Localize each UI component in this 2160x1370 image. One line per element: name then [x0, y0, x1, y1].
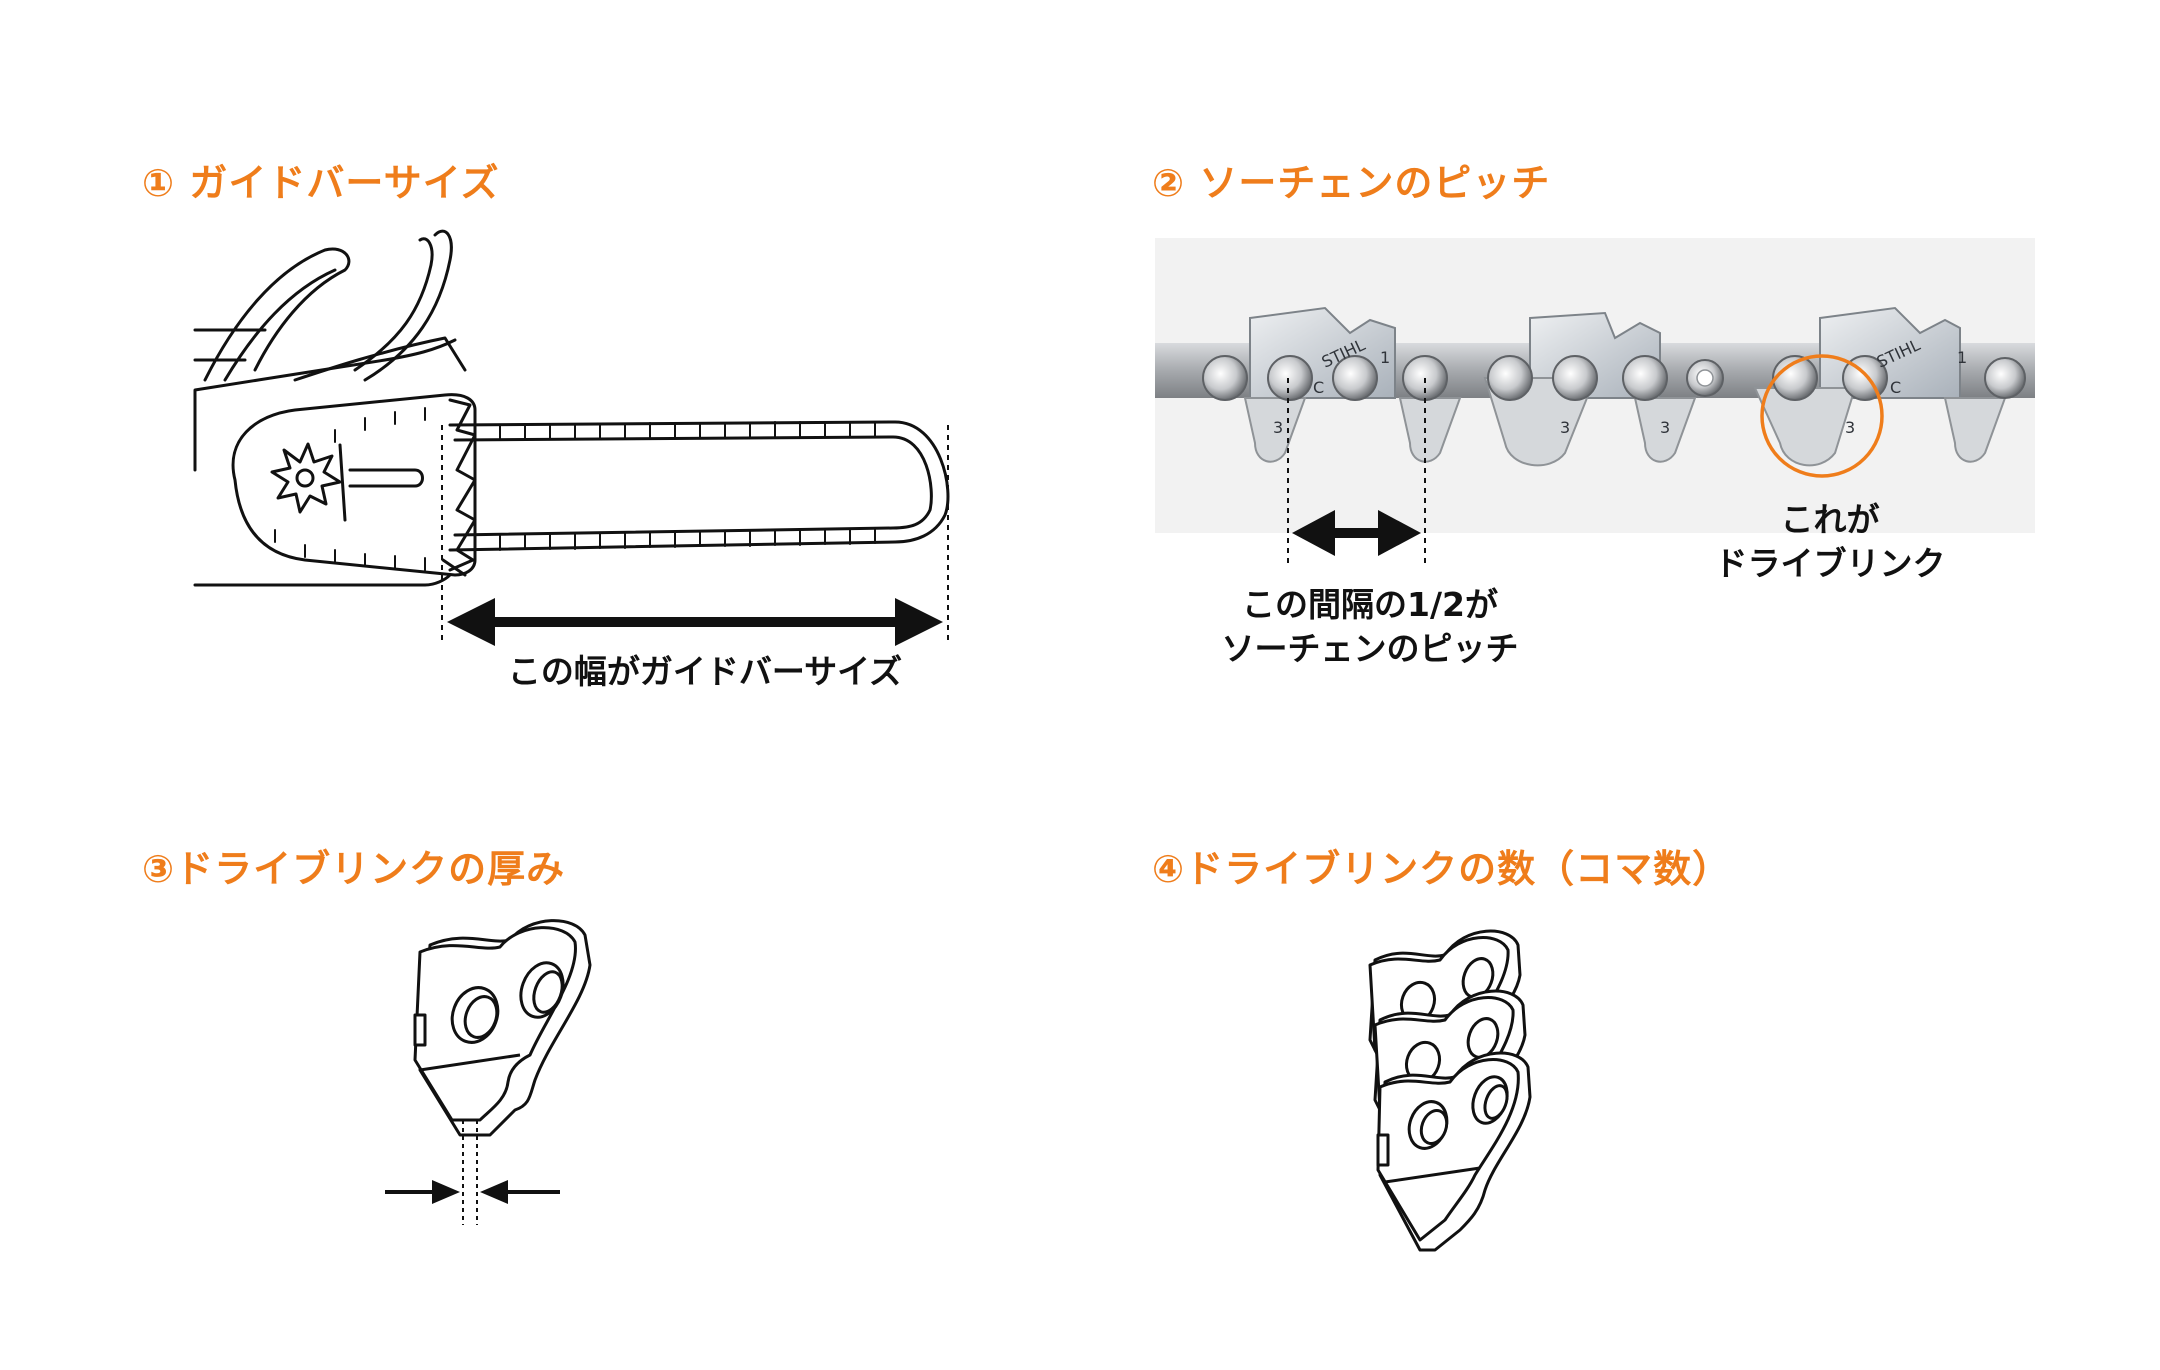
pitch-caption-line-2: ソーチェンのピッチ	[1221, 629, 1519, 668]
guide-bar-caption: この幅がガイドバーサイズ	[470, 650, 940, 694]
drive-link-callout: これが ドライブリンク	[1680, 498, 1980, 586]
chain-gauge-2: 3	[1560, 418, 1570, 437]
pitch-caption: この間隔の1/2が ソーチェンのピッチ	[1180, 583, 1560, 671]
chain-gauge-4: 3	[1845, 418, 1855, 437]
guide-bar-width-arrow	[447, 598, 943, 646]
drive-link-callout-line-1: これが	[1780, 500, 1880, 539]
chain-gauge-3: 3	[1660, 418, 1670, 437]
guide-bar-illustration	[193, 229, 950, 646]
section-title-drive-link-thickness: ③ドライブリンクの厚み	[142, 847, 566, 891]
guide-bar-caption-line: この幅がガイドバーサイズ	[507, 652, 903, 691]
pitch-arrow	[1292, 510, 1421, 556]
chain-mark-1b: 1	[1957, 348, 1967, 367]
thickness-arrows	[385, 1180, 560, 1204]
drive-link-highlight-circle	[1760, 354, 1884, 478]
section-title-guide-bar-size: ① ガイドバーサイズ	[142, 161, 500, 205]
chain-gauge-1: 3	[1273, 418, 1283, 437]
drive-link-thickness-illustration	[385, 919, 592, 1225]
chain-mark-cb: C	[1890, 378, 1901, 397]
section-title-drive-link-count: ④ドライブリンクの数（コマ数）	[1152, 847, 1732, 891]
section-title-chain-pitch: ② ソーチェンのピッチ	[1152, 161, 1551, 205]
chain-mark-ca: C	[1313, 378, 1324, 397]
drive-link-callout-line-2: ドライブリンク	[1714, 544, 1946, 583]
pitch-caption-line-1: この間隔の1/2が	[1242, 585, 1498, 624]
saw-chain-photo: STIHL STIHL 1 1 C C 3 3 3 3	[1155, 238, 2035, 563]
drive-link-count-illustration	[1368, 929, 1532, 1252]
chain-mark-1a: 1	[1380, 348, 1390, 367]
